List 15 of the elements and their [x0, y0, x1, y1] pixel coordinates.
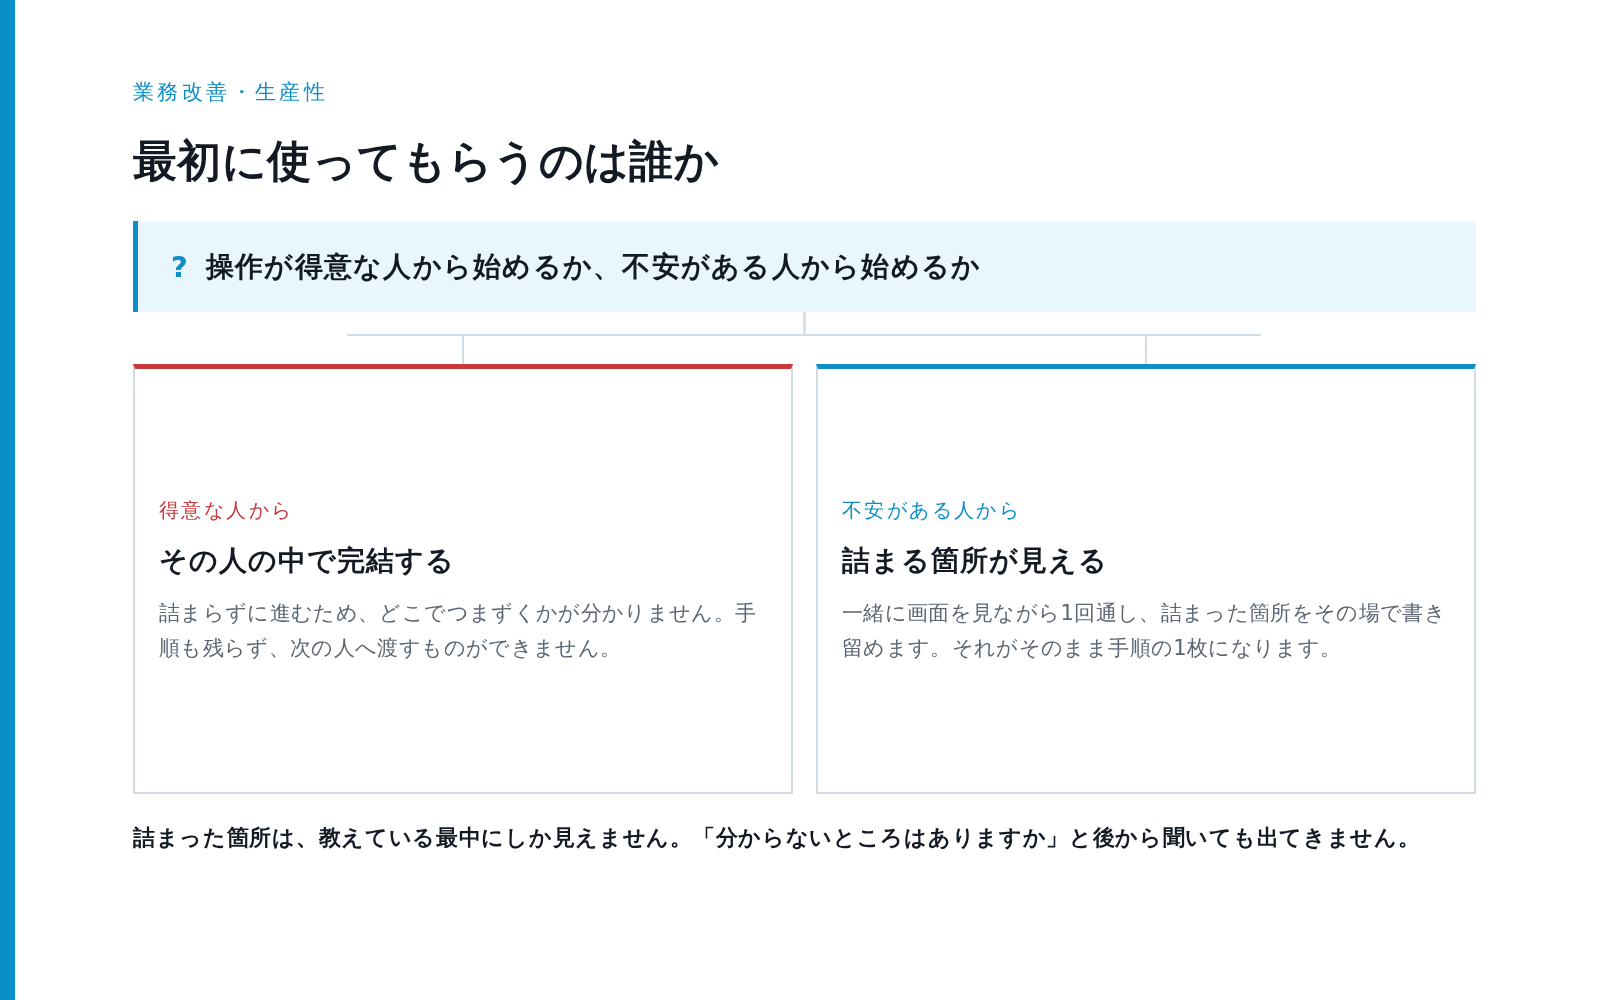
connector-line [803, 311, 1147, 365]
question-mark: ? [171, 249, 188, 284]
card-label: 得意な人から [159, 497, 295, 524]
question-text: 操作が得意な人から始めるか、不安がある人から始めるか [205, 248, 982, 285]
card-body: 一緒に画面を見ながら1回通し、詰まった箇所をその場で書き留めます。それがそのまま手順の1枚になります。 [842, 600, 1448, 662]
card-label: 不安がある人から [842, 497, 1023, 524]
option-card [133, 364, 793, 794]
option-card [816, 364, 1476, 794]
footer-note: 詰まった箇所は、教えている最中にしか見えません。「分からないところはありますか」と後から聞いても出てきません。 [133, 824, 1421, 852]
card-heading: 詰まる箇所が見える [842, 543, 1109, 579]
category-label: 業務改善・生産性 [133, 79, 329, 106]
card-heading: その人の中で完結する [159, 543, 456, 579]
page-title: 最初に使ってもらうのは誰か [133, 134, 720, 188]
card-body: 詰まらずに進むため、どこでつまずくかが分かりません。手順も残らず、次の人へ渡すものができません。 [159, 600, 758, 662]
question-banner [133, 221, 1476, 312]
